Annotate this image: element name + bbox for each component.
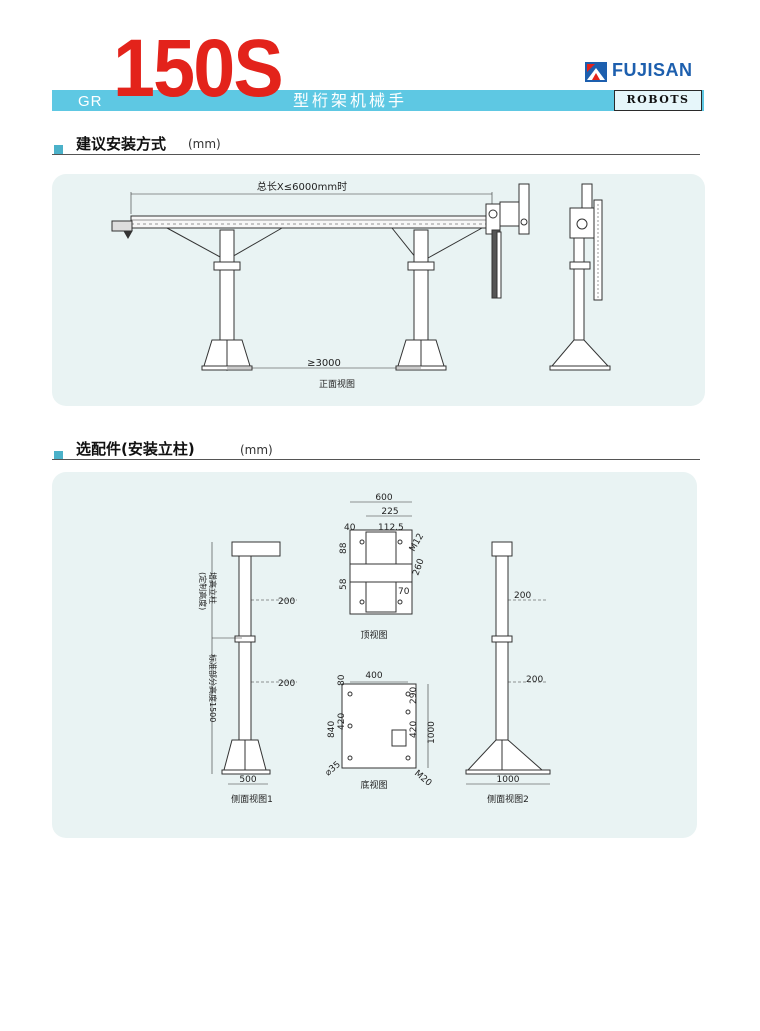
accessory-drawing-panel: 200 200 增高立柱 (定制高度) 标准部分高度1500 500 侧面视图1… bbox=[52, 472, 697, 838]
top-w40: 40 bbox=[344, 523, 356, 533]
top-view: 600 225 40 112.5 88 58 M12 260 70 顶视图 bbox=[339, 493, 427, 641]
bottom-caption: 底视图 bbox=[360, 779, 387, 791]
side1-std-label: 标准部分高度1500 bbox=[208, 654, 218, 722]
side2-dim-upper: 200 bbox=[514, 591, 531, 601]
bottom-m20: M20 bbox=[412, 769, 433, 789]
side2-dim-lower: 200 bbox=[526, 675, 543, 685]
bottom-h420a: 420 bbox=[337, 713, 347, 730]
brand-name: FUJISAN bbox=[612, 60, 693, 80]
total-length-label: 总长X≤6000mm时 bbox=[257, 180, 347, 193]
section-title-accessory: 选配件(安装立柱) bbox=[76, 440, 195, 458]
side1-base-width: 500 bbox=[239, 775, 256, 785]
fujisan-logo-icon bbox=[585, 62, 607, 82]
section-marker bbox=[54, 145, 63, 154]
bottom-h420b: 420 bbox=[409, 721, 419, 738]
model-number: 150S bbox=[113, 23, 284, 114]
top-d70: 70 bbox=[398, 587, 410, 597]
bottom-w80: 80 bbox=[337, 674, 347, 686]
bottom-h1000: 1000 bbox=[427, 721, 437, 744]
model-prefix: GR bbox=[78, 93, 103, 110]
bottom-h840: 840 bbox=[327, 721, 337, 738]
side1-dim-lower: 200 bbox=[278, 679, 295, 689]
side1-dim-upper: 200 bbox=[278, 597, 295, 607]
section-unit: (mm) bbox=[240, 443, 273, 457]
top-w600: 600 bbox=[375, 493, 392, 503]
section-marker bbox=[54, 451, 63, 460]
side2-base-width: 1000 bbox=[497, 775, 520, 785]
bottom-dia35: ⌀35 bbox=[324, 760, 343, 779]
side2-caption: 侧面视图2 bbox=[487, 793, 529, 805]
top-w1125: 112.5 bbox=[378, 523, 404, 533]
side1-raise-note: (定制高度) bbox=[198, 572, 208, 610]
side-view-1: 200 200 增高立柱 (定制高度) 标准部分高度1500 500 侧面视图1 bbox=[198, 541, 297, 805]
bottom-h290: 290 bbox=[409, 687, 419, 704]
front-view-drawing: 总长X≤6000mm时 ≥3000 正面视图 bbox=[111, 180, 611, 390]
section-divider bbox=[52, 154, 700, 155]
install-drawing-panel: 总长X≤6000mm时 ≥3000 正面视图 bbox=[52, 174, 705, 406]
model-subtitle: 型桁架机械手 bbox=[293, 91, 408, 110]
top-h88: 88 bbox=[339, 542, 349, 554]
span-label: ≥3000 bbox=[307, 358, 341, 369]
bottom-w400: 400 bbox=[365, 671, 382, 681]
top-d260: 260 bbox=[411, 557, 426, 577]
header-bar bbox=[52, 90, 704, 111]
brand-tagline: ROBOTS bbox=[626, 93, 690, 106]
section-unit: (mm) bbox=[188, 137, 221, 151]
side1-raise-label: 增高立柱 bbox=[208, 572, 218, 604]
top-h58: 58 bbox=[339, 578, 349, 590]
top-caption: 顶视图 bbox=[360, 629, 387, 641]
section-divider bbox=[52, 459, 700, 460]
section-title-install: 建议安装方式 bbox=[76, 135, 167, 153]
bottom-view: 400 80 420 840 290 420 1000 ⌀35 M20 底视图 bbox=[324, 671, 437, 791]
tagline-box bbox=[614, 90, 702, 111]
side1-caption: 侧面视图1 bbox=[231, 793, 273, 805]
side-view-2: 200 200 1000 侧面视图2 bbox=[465, 541, 551, 805]
top-w225: 225 bbox=[381, 507, 398, 517]
column-drawings: 200 200 增高立柱 (定制高度) 标准部分高度1500 500 侧面视图1… bbox=[198, 493, 551, 805]
front-view-caption: 正面视图 bbox=[319, 378, 355, 390]
